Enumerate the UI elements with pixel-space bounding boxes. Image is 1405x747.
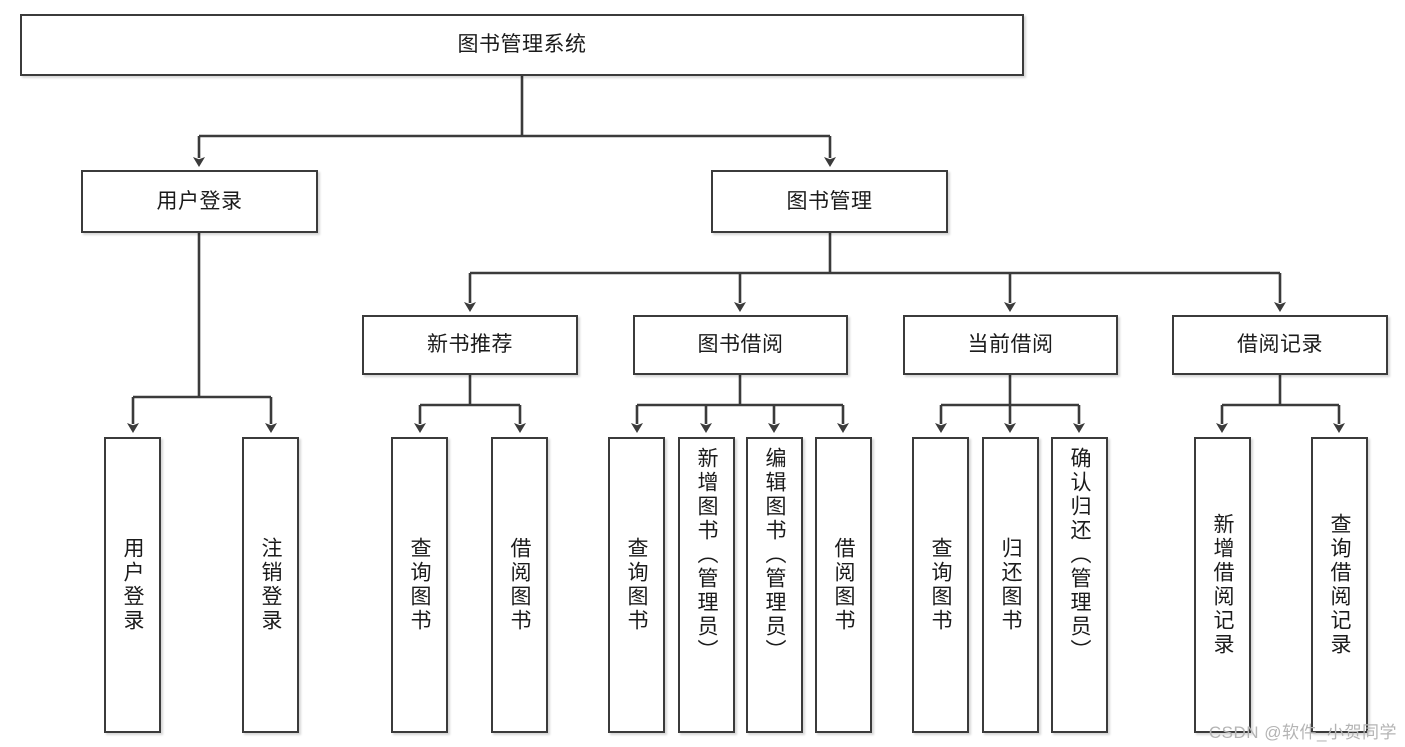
- leaf-label: 编辑图书（管理员）: [763, 447, 786, 663]
- leaf-borrow-record-add[interactable]: 新增借阅记录: [1194, 437, 1251, 733]
- node-book-borrow-label: 图书借阅: [697, 333, 784, 357]
- node-current-borrow[interactable]: 当前借阅: [903, 315, 1118, 375]
- leaf-label: 借阅图书: [508, 537, 531, 633]
- node-new-book-recommend-label: 新书推荐: [427, 333, 513, 357]
- leaf-label: 查询图书: [408, 537, 431, 633]
- node-user-login[interactable]: 用户登录: [81, 170, 318, 233]
- node-new-book-recommend[interactable]: 新书推荐: [362, 315, 578, 375]
- leaf-new-book-borrow[interactable]: 借阅图书: [491, 437, 548, 733]
- leaf-label: 确认归还（管理员）: [1068, 447, 1091, 663]
- leaf-label: 查询借阅记录: [1328, 513, 1351, 657]
- node-current-borrow-label: 当前借阅: [967, 333, 1054, 357]
- node-book-management-label: 图书管理: [786, 189, 873, 213]
- leaf-user-login-signin[interactable]: 用户登录: [104, 437, 161, 733]
- node-borrow-record-label: 借阅记录: [1237, 333, 1323, 357]
- leaf-current-borrow-return[interactable]: 归还图书: [982, 437, 1039, 733]
- leaf-label: 查询图书: [929, 537, 952, 633]
- node-root-label: 图书管理系统: [457, 33, 587, 57]
- csdn-watermark: CSDN @软件_小贺同学: [1208, 723, 1397, 742]
- leaf-label: 查询图书: [625, 537, 648, 633]
- node-borrow-record[interactable]: 借阅记录: [1172, 315, 1388, 375]
- leaf-current-borrow-confirm[interactable]: 确认归还（管理员）: [1051, 437, 1108, 733]
- leaf-label: 归还图书: [999, 537, 1022, 633]
- node-root[interactable]: 图书管理系统: [20, 14, 1024, 76]
- node-book-borrow[interactable]: 图书借阅: [633, 315, 848, 375]
- leaf-label: 新增图书（管理员）: [695, 447, 718, 663]
- node-user-login-label: 用户登录: [156, 189, 243, 213]
- leaf-new-book-query[interactable]: 查询图书: [391, 437, 448, 733]
- leaf-book-borrow-add[interactable]: 新增图书（管理员）: [678, 437, 735, 733]
- node-book-management[interactable]: 图书管理: [711, 170, 948, 233]
- leaf-current-borrow-query[interactable]: 查询图书: [912, 437, 969, 733]
- leaf-borrow-record-query[interactable]: 查询借阅记录: [1311, 437, 1368, 733]
- leaf-book-borrow-query[interactable]: 查询图书: [608, 437, 665, 733]
- leaf-label: 用户登录: [121, 537, 144, 633]
- leaf-book-borrow-borrow[interactable]: 借阅图书: [815, 437, 872, 733]
- leaf-label: 借阅图书: [832, 537, 855, 633]
- leaf-book-borrow-edit[interactable]: 编辑图书（管理员）: [746, 437, 803, 733]
- leaf-label: 注销登录: [259, 537, 282, 633]
- leaf-user-login-signout[interactable]: 注销登录: [242, 437, 299, 733]
- leaf-label: 新增借阅记录: [1211, 513, 1234, 657]
